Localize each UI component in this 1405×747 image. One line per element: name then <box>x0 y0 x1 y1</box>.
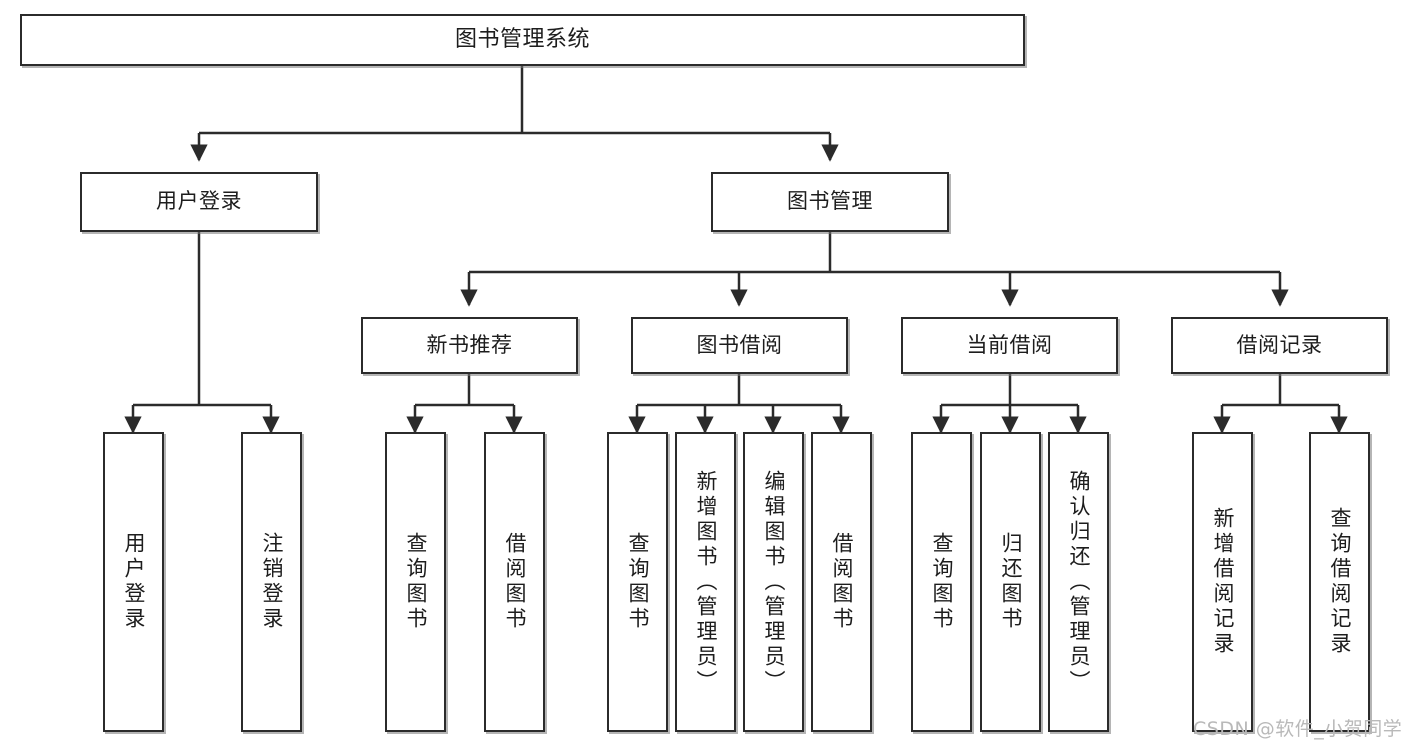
node-root[interactable]: 图书管理系统 <box>20 14 1025 66</box>
leaf-user-login-login[interactable]: 用户登录 <box>103 432 164 732</box>
leaf-new-book-borrow[interactable]: 借阅图书 <box>484 432 545 732</box>
node-book-management-label: 图书管理 <box>787 189 873 214</box>
leaf-borrow-record-query[interactable]: 查询借阅记录 <box>1309 432 1370 732</box>
node-root-label: 图书管理系统 <box>454 26 590 52</box>
leaf-new-book-query-label: 查询图书 <box>404 532 428 632</box>
leaf-borrow-record-add-label: 新增借阅记录 <box>1211 507 1235 657</box>
leaf-book-borrow-add[interactable]: 新增图书（管理员） <box>675 432 736 732</box>
leaf-current-borrow-confirm[interactable]: 确认归还（管理员） <box>1048 432 1109 732</box>
node-new-book-recommend[interactable]: 新书推荐 <box>361 317 578 374</box>
leaf-book-borrow-query-label: 查询图书 <box>626 532 650 632</box>
leaf-book-borrow-borrow-label: 借阅图书 <box>830 532 854 632</box>
node-borrow-record[interactable]: 借阅记录 <box>1171 317 1388 374</box>
node-book-management[interactable]: 图书管理 <box>711 172 949 232</box>
leaf-user-login-login-label: 用户登录 <box>122 532 146 632</box>
leaf-current-borrow-return-label: 归还图书 <box>999 532 1023 632</box>
node-user-login[interactable]: 用户登录 <box>80 172 318 232</box>
leaf-user-login-logout-label: 注销登录 <box>260 532 284 632</box>
leaf-current-borrow-query[interactable]: 查询图书 <box>911 432 972 732</box>
leaf-current-borrow-confirm-label: 确认归还（管理员） <box>1067 469 1091 695</box>
node-current-borrow-label: 当前借阅 <box>966 332 1053 357</box>
leaf-book-borrow-add-label: 新增图书（管理员） <box>694 469 718 695</box>
leaf-book-borrow-query[interactable]: 查询图书 <box>607 432 668 732</box>
leaf-current-borrow-return[interactable]: 归还图书 <box>980 432 1041 732</box>
leaf-book-borrow-borrow[interactable]: 借阅图书 <box>811 432 872 732</box>
node-current-borrow[interactable]: 当前借阅 <box>901 317 1118 374</box>
leaf-new-book-borrow-label: 借阅图书 <box>503 532 527 632</box>
node-new-book-recommend-label: 新书推荐 <box>426 332 513 357</box>
node-book-borrow-label: 图书借阅 <box>696 332 783 357</box>
leaf-book-borrow-edit[interactable]: 编辑图书（管理员） <box>743 432 804 732</box>
leaf-borrow-record-query-label: 查询借阅记录 <box>1328 507 1352 657</box>
leaf-book-borrow-edit-label: 编辑图书（管理员） <box>762 469 786 695</box>
csdn-watermark: CSDN @软件_小贺同学 <box>1193 718 1403 740</box>
leaf-borrow-record-add[interactable]: 新增借阅记录 <box>1192 432 1253 732</box>
node-book-borrow[interactable]: 图书借阅 <box>631 317 848 374</box>
node-borrow-record-label: 借阅记录 <box>1236 332 1323 357</box>
leaf-new-book-query[interactable]: 查询图书 <box>385 432 446 732</box>
leaf-user-login-logout[interactable]: 注销登录 <box>241 432 302 732</box>
leaf-current-borrow-query-label: 查询图书 <box>930 532 954 632</box>
node-user-login-label: 用户登录 <box>156 189 242 214</box>
